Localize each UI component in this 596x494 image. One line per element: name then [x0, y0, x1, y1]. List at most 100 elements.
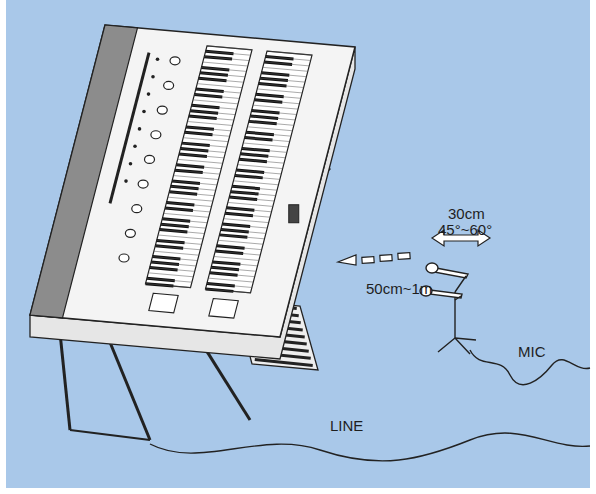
control-knob [138, 180, 148, 188]
white-key-line [203, 62, 248, 66]
dash [380, 255, 392, 262]
white-key-line [151, 262, 196, 266]
white-key-line [252, 111, 297, 115]
control-button [142, 110, 146, 114]
white-key-line [254, 100, 299, 104]
white-key-line [245, 138, 290, 142]
white-key-line [175, 170, 220, 174]
white-key-line [155, 246, 200, 250]
white-key-line [190, 111, 235, 115]
white-key-line [208, 278, 253, 282]
white-key-line [206, 289, 251, 293]
white-key-line [253, 105, 298, 109]
white-key-line [219, 235, 264, 239]
white-key-line [266, 57, 311, 61]
white-key-line [196, 89, 241, 93]
dash [362, 257, 374, 264]
white-key-line [260, 78, 305, 82]
white-key-line [176, 165, 221, 169]
white-key-line [207, 46, 252, 50]
control-knob [157, 106, 167, 114]
white-key-line [180, 149, 225, 153]
pedal-key [255, 359, 313, 365]
control-knob [132, 205, 142, 213]
white-key-line [189, 116, 234, 120]
control-slider [110, 53, 149, 204]
white-key-line [211, 267, 256, 271]
white-key-line [161, 224, 206, 228]
angle-label: 45°~60° [438, 222, 492, 237]
control-button [133, 144, 137, 148]
white-key-line [201, 67, 246, 71]
white-key-line [182, 143, 227, 147]
line-cable [150, 433, 590, 461]
preset-tab [149, 293, 178, 313]
white-key-line [233, 181, 278, 185]
white-key-line [215, 251, 260, 255]
mic-body [429, 290, 462, 298]
organ-leg-bar [70, 430, 150, 440]
mic-body [434, 268, 468, 278]
organ-leg [107, 334, 151, 440]
white-key-line [235, 175, 280, 179]
control-knob [145, 155, 155, 163]
white-key-line [158, 235, 203, 239]
white-key-line [217, 246, 262, 250]
white-key-line [199, 78, 244, 82]
white-key-line [206, 51, 251, 55]
white-key-line [148, 273, 193, 277]
mic-clamp [455, 276, 466, 300]
white-key-line [204, 57, 249, 61]
white-key-line [207, 284, 252, 288]
keyboard-manual [206, 51, 313, 293]
white-key-line [238, 165, 283, 169]
white-key-line [147, 278, 192, 282]
white-key-line [226, 208, 271, 212]
organ-top [30, 25, 355, 337]
white-key-line [173, 176, 218, 180]
control-button [124, 179, 128, 183]
white-key-line [232, 186, 277, 190]
white-key-line [187, 122, 232, 126]
white-key-line [197, 84, 242, 88]
white-key-line [239, 159, 284, 163]
white-key-line [257, 89, 302, 93]
line-label: LINE [330, 418, 363, 433]
control-button [147, 92, 151, 96]
microphone-drawing [420, 263, 590, 385]
arrow-head [338, 255, 356, 265]
distance-label: 50cm~1m [366, 281, 432, 296]
control-button [151, 75, 155, 79]
white-key-line [183, 138, 228, 142]
white-key-line [146, 284, 191, 288]
control-button [129, 162, 133, 166]
white-key-line [178, 159, 223, 163]
white-key-line [242, 148, 287, 152]
mic-capsule [426, 263, 438, 273]
organ-leg [205, 348, 250, 420]
dash [398, 253, 410, 260]
white-key-line [249, 121, 294, 125]
music-panel [30, 25, 138, 318]
white-key-line [247, 127, 292, 131]
white-key-line [224, 219, 269, 223]
white-key-line [261, 73, 306, 77]
mic-label: MIC [518, 344, 546, 359]
white-key-line [193, 100, 238, 104]
white-key-line [164, 213, 209, 217]
white-key-line [243, 143, 288, 147]
control-button [156, 57, 160, 61]
white-key-line [185, 132, 230, 136]
white-key-line [259, 84, 304, 88]
white-key-line [171, 186, 216, 190]
white-key-line [221, 229, 266, 233]
white-key-line [267, 51, 312, 55]
control-button [138, 127, 142, 131]
white-key-line [225, 213, 270, 217]
white-key-line [240, 154, 285, 158]
white-key-line [231, 192, 276, 196]
white-key-line [210, 273, 255, 277]
white-key-line [229, 197, 274, 201]
white-key-line [214, 256, 259, 260]
